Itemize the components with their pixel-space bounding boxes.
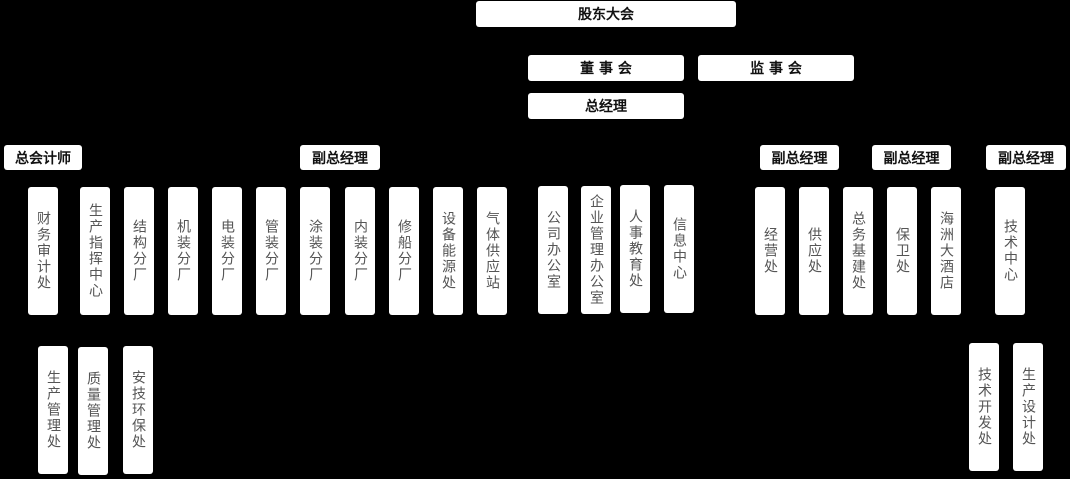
dept-label: 涂装分厂 [307,219,323,283]
subdept-box: 质量管理处 [78,347,108,475]
dept-label: 设备能源处 [440,211,456,291]
dept-label: 海洲大酒店 [938,211,954,291]
dept-label: 人事教育处 [627,209,643,289]
dept-box: 生产指挥中心 [80,187,110,315]
dept-label: 总务基建处 [850,211,866,291]
dept-label: 信息中心 [671,217,687,281]
box-deputy-gm-2: 副总经理 [760,145,839,170]
dept-box: 企业管理办公室 [581,186,611,314]
dept-label: 生产指挥中心 [87,203,103,299]
box-general-manager: 总经理 [528,93,684,119]
dept-label: 气体供应站 [484,211,500,291]
dept-label: 技术中心 [1002,219,1018,283]
subdept-box: 生产设计处 [1013,343,1043,471]
subdept-label: 生产设计处 [1020,367,1036,447]
dept-box: 公司办公室 [538,186,568,314]
dept-label: 管装分厂 [263,219,279,283]
subdept-label: 安技环保处 [130,370,146,450]
dept-box: 经营处 [755,187,785,315]
dept-box: 涂装分厂 [300,187,330,315]
dept-box: 海洲大酒店 [931,187,961,315]
dept-label: 企业管理办公室 [588,194,604,306]
dept-box: 供应处 [799,187,829,315]
subdept-box: 安技环保处 [123,346,153,474]
box-deputy-gm-4: 副总经理 [986,145,1066,170]
dept-box: 修船分厂 [389,187,419,315]
dept-label: 内装分厂 [352,219,368,283]
dept-box: 财务审计处 [28,187,58,315]
dept-label: 保卫处 [894,227,910,275]
box-chief-accountant: 总会计师 [4,145,82,170]
dept-box: 结构分厂 [124,187,154,315]
dept-box: 管装分厂 [256,187,286,315]
box-shareholders: 股东大会 [476,1,736,27]
dept-box: 设备能源处 [433,187,463,315]
box-deputy-gm-1: 副总经理 [300,145,380,170]
box-board: 董 事 会 [528,55,684,81]
box-deputy-gm-3: 副总经理 [872,145,951,170]
dept-label: 结构分厂 [131,219,147,283]
dept-label: 公司办公室 [545,210,561,290]
dept-box: 总务基建处 [843,187,873,315]
subdept-box: 技术开发处 [969,343,999,471]
box-supervisors: 监 事 会 [698,55,854,81]
dept-label: 修船分厂 [396,219,412,283]
dept-box: 电装分厂 [212,187,242,315]
dept-box: 气体供应站 [477,187,507,315]
dept-box: 技术中心 [995,187,1025,315]
dept-label: 供应处 [806,227,822,275]
subdept-box: 生产管理处 [38,346,68,474]
dept-box: 人事教育处 [620,185,650,313]
dept-label: 机装分厂 [175,219,191,283]
dept-label: 经营处 [762,227,778,275]
dept-label: 电装分厂 [219,219,235,283]
dept-box: 保卫处 [887,187,917,315]
dept-label: 财务审计处 [35,211,51,291]
dept-box: 信息中心 [664,185,694,313]
subdept-label: 生产管理处 [45,370,61,450]
dept-box: 机装分厂 [168,187,198,315]
subdept-label: 技术开发处 [976,367,992,447]
dept-box: 内装分厂 [345,187,375,315]
subdept-label: 质量管理处 [85,371,101,451]
